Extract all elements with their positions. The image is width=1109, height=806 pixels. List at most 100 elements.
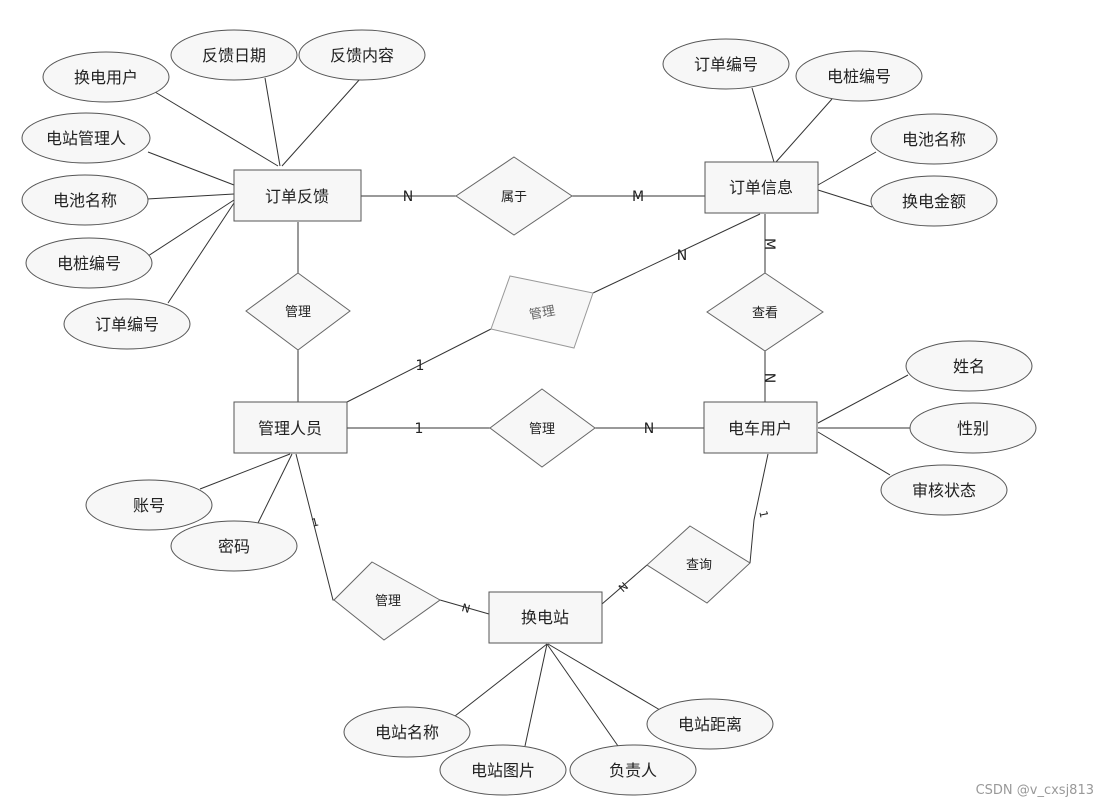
edge-station-owner (546, 643, 619, 747)
edges (146, 77, 910, 747)
edge-feedback-orderno (167, 202, 235, 304)
card-query-station: N (616, 580, 631, 595)
svg-text:负责人: 负责人 (609, 761, 657, 780)
svg-text:反馈内容: 反馈内容 (330, 46, 394, 65)
svg-text:反馈日期: 反馈日期 (202, 46, 266, 65)
attr-feedback-date: 反馈日期 (170, 29, 298, 81)
edge-feedback-battery (146, 193, 235, 200)
card-admin-manage-station: 1 (310, 515, 320, 529)
edge-feedback-user (154, 91, 279, 167)
edge-order-orderno (751, 87, 775, 163)
attr-feedback-pile: 电桩编号 (25, 237, 153, 289)
card-admin-manage-order: 1 (416, 358, 425, 374)
edge-feedback-manager (147, 151, 235, 186)
svg-text:性别: 性别 (957, 419, 989, 438)
svg-text:管理: 管理 (375, 594, 401, 609)
edge-order-pile (775, 98, 833, 163)
entity-ev-user: 电车用户 (703, 401, 818, 454)
svg-text:管理人员: 管理人员 (258, 419, 322, 438)
edge-feedback-pile (147, 199, 235, 257)
attr-station-image: 电站图片 (439, 744, 567, 796)
card-manage-user-user: N (644, 421, 654, 437)
rel-manage-station: 管理 (333, 561, 441, 641)
edge-admin-account (199, 453, 291, 490)
svg-text:电站管理人: 电站管理人 (46, 129, 126, 148)
edge-user-status (817, 431, 891, 476)
svg-text:换电用户: 换电用户 (74, 68, 138, 87)
entity-swap-station: 换电站 (488, 591, 603, 644)
svg-text:账号: 账号 (133, 496, 165, 515)
rel-manage-feedback: 管理 (245, 272, 351, 351)
card-admin-manage-user: 1 (415, 421, 424, 437)
attr-admin-password: 密码 (170, 520, 298, 572)
svg-text:审核状态: 审核状态 (912, 481, 976, 500)
svg-text:换电金额: 换电金额 (902, 192, 966, 211)
rel-manage-order: 管理 (490, 275, 594, 349)
svg-text:电池名称: 电池名称 (53, 191, 117, 210)
attr-order-battery: 电池名称 (870, 113, 998, 165)
svg-text:电池名称: 电池名称 (902, 130, 966, 149)
edge-manage2-order (592, 213, 761, 294)
card-belongs-order: M (632, 189, 644, 205)
card-view-user: N (761, 373, 777, 383)
edge-user-name (817, 374, 909, 424)
edge-manage4-station (439, 599, 490, 615)
edge-admin-manage2 (346, 328, 492, 403)
svg-text:电站距离: 电站距离 (678, 715, 742, 734)
edge-feedback-date (264, 77, 281, 167)
svg-text:密码: 密码 (218, 537, 250, 556)
edge-station-image (524, 643, 548, 747)
edge-station-name (454, 643, 548, 717)
attr-feedback-battery: 电池名称 (21, 174, 149, 226)
attr-station-distance: 电站距离 (646, 698, 774, 750)
edge-admin-password (257, 453, 293, 524)
attr-station-name: 电站名称 (343, 706, 471, 758)
edge-order-amount (817, 189, 873, 208)
attr-user-gender: 性别 (909, 402, 1037, 454)
entity-admin: 管理人员 (233, 401, 348, 454)
attr-feedback-user: 换电用户 (42, 51, 170, 103)
entity-order-feedback: 订单反馈 (233, 169, 362, 222)
svg-text:电站图片: 电站图片 (471, 761, 535, 780)
rel-manage-user: 管理 (489, 388, 596, 468)
attr-admin-account: 账号 (85, 479, 213, 531)
card-feedback-belongs: N (403, 189, 413, 205)
svg-text:查询: 查询 (686, 558, 712, 573)
watermark: CSDN @v_cxsj813 (976, 783, 1094, 798)
rel-view: 查看 (706, 272, 824, 352)
edge-user-query (749, 453, 769, 564)
edge-feedback-content (281, 78, 361, 167)
attr-feedback-orderno: 订单编号 (63, 298, 191, 350)
svg-text:订单反馈: 订单反馈 (265, 187, 329, 206)
svg-text:管理: 管理 (528, 304, 556, 323)
card-user-query: 1 (756, 509, 770, 519)
rel-belongs: 属于 (455, 156, 573, 236)
svg-text:姓名: 姓名 (953, 357, 985, 376)
edge-query-station (601, 564, 648, 605)
svg-text:查看: 查看 (752, 305, 778, 321)
attr-user-name: 姓名 (905, 340, 1033, 392)
entity-order-info: 订单信息 (704, 161, 819, 214)
svg-text:电桩编号: 电桩编号 (827, 67, 891, 86)
svg-text:电车用户: 电车用户 (728, 419, 792, 438)
svg-text:电桩编号: 电桩编号 (57, 254, 121, 273)
svg-text:订单编号: 订单编号 (694, 55, 758, 74)
edge-station-distance (547, 643, 661, 711)
svg-text:电站名称: 电站名称 (375, 723, 439, 742)
svg-text:管理: 管理 (529, 422, 555, 437)
attr-station-owner: 负责人 (569, 744, 697, 796)
attr-order-pile: 电桩编号 (795, 50, 923, 102)
svg-text:换电站: 换电站 (521, 608, 569, 627)
attr-order-amount: 换电金额 (870, 175, 998, 227)
card-manage-station-station: N (460, 601, 471, 616)
attr-user-status: 审核状态 (880, 464, 1008, 516)
card-order-view: M (761, 238, 777, 250)
svg-text:管理: 管理 (285, 305, 311, 320)
svg-text:订单信息: 订单信息 (729, 178, 793, 197)
attr-feedback-content: 反馈内容 (298, 29, 426, 81)
svg-text:属于: 属于 (501, 190, 527, 205)
attr-order-orderno: 订单编号 (662, 38, 790, 90)
rel-query: 查询 (646, 525, 751, 604)
edge-order-battery (817, 151, 877, 186)
